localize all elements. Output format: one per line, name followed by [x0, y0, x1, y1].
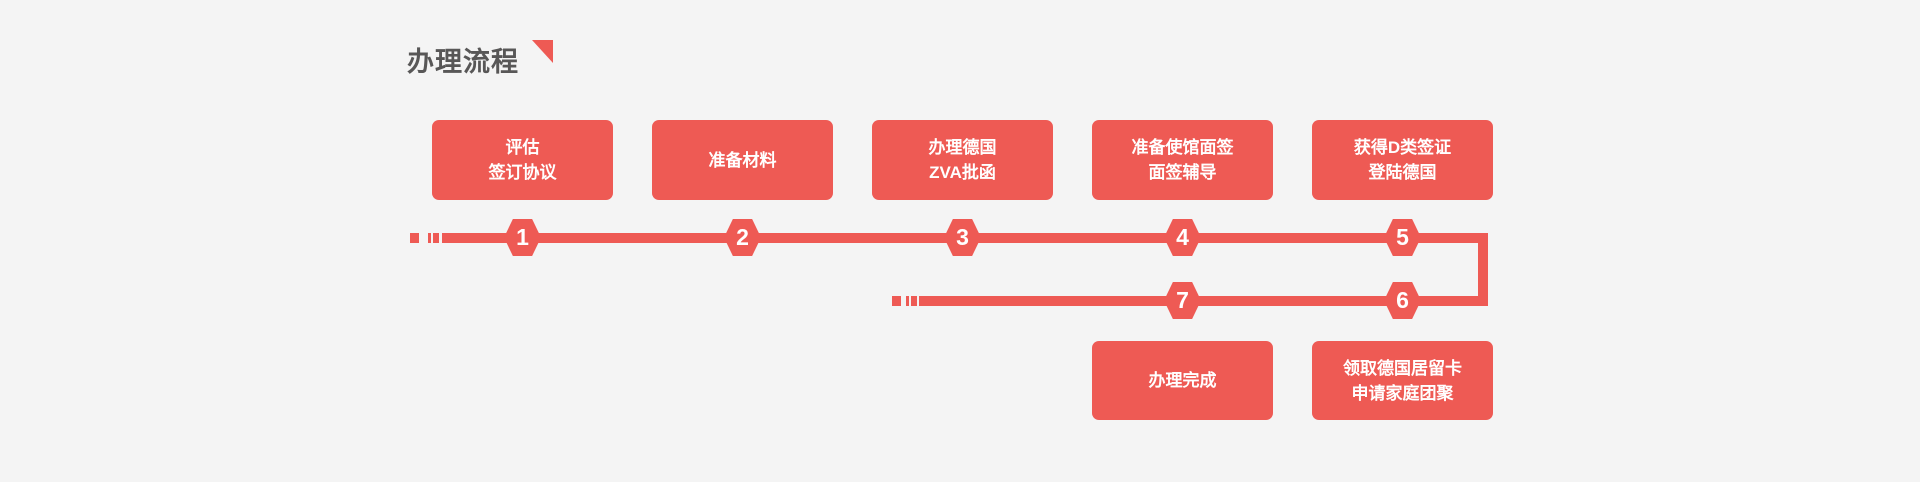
step-badge-6: 6 — [1384, 282, 1421, 319]
step-box-3: 办理德国 ZVA批函 — [872, 120, 1053, 200]
section-title: 办理流程 — [407, 47, 519, 77]
step-badge-2-number: 2 — [736, 224, 749, 250]
step-box-6-line-1: 领取德国居留卡 — [1343, 358, 1462, 378]
step-badge-4-number: 4 — [1176, 224, 1189, 250]
step-box-3-line-2: ZVA批函 — [929, 163, 996, 182]
step-box-1-line-1: 评估 — [505, 138, 540, 157]
flow-line-2 — [919, 296, 1488, 306]
step-badge-2: 2 — [724, 219, 761, 256]
step-box-7-line-1: 办理完成 — [1148, 371, 1217, 390]
step-badge-1: 1 — [504, 219, 541, 256]
step-box-7: 办理完成 — [1092, 341, 1273, 420]
flow-line-2-dash-square — [892, 296, 901, 306]
step-box-3-line-1: 办理德国 — [928, 138, 997, 157]
step-badge-3-number: 3 — [956, 224, 969, 250]
step-badge-6-number: 6 — [1396, 287, 1409, 313]
flow-line-1-dash-thin — [428, 233, 431, 243]
flow-line-2-dash-thin — [906, 296, 909, 306]
step-box-5-line-2: 登陆德国 — [1368, 163, 1437, 182]
step-badge-1-number: 1 — [516, 224, 529, 250]
step-box-2-line-1: 准备材料 — [708, 150, 777, 170]
flow-line-2-dash-thick — [911, 296, 917, 306]
step-badge-5-number: 5 — [1396, 224, 1409, 250]
step-badge-7: 7 — [1164, 282, 1201, 319]
step-box-4-line-2: 面签辅导 — [1148, 163, 1217, 182]
flow-line-1-dash-square — [410, 233, 419, 243]
step-badge-3: 3 — [944, 219, 981, 256]
corner-triangle-icon — [532, 40, 553, 63]
step-box-5-line-1: 获得D类签证 — [1353, 138, 1452, 157]
step-badge-4: 4 — [1164, 219, 1201, 256]
step-badge-5: 5 — [1384, 219, 1421, 256]
step-box-5: 获得D类签证 登陆德国 — [1312, 120, 1493, 200]
step-box-1-line-2: 签订协议 — [488, 163, 557, 182]
step-box-2: 准备材料 — [652, 120, 833, 200]
step-box-6: 领取德国居留卡 申请家庭团聚 — [1312, 341, 1493, 420]
flow-line-corner-connector — [1478, 233, 1488, 306]
step-box-4: 准备使馆面签 面签辅导 — [1092, 120, 1273, 200]
flow-line-1-dash-thick — [433, 233, 439, 243]
step-box-6-line-2: 申请家庭团聚 — [1351, 383, 1454, 403]
step-badge-7-number: 7 — [1176, 287, 1189, 313]
step-box-4-line-1: 准备使馆面签 — [1131, 138, 1234, 157]
step-box-1: 评估 签订协议 — [432, 120, 613, 200]
